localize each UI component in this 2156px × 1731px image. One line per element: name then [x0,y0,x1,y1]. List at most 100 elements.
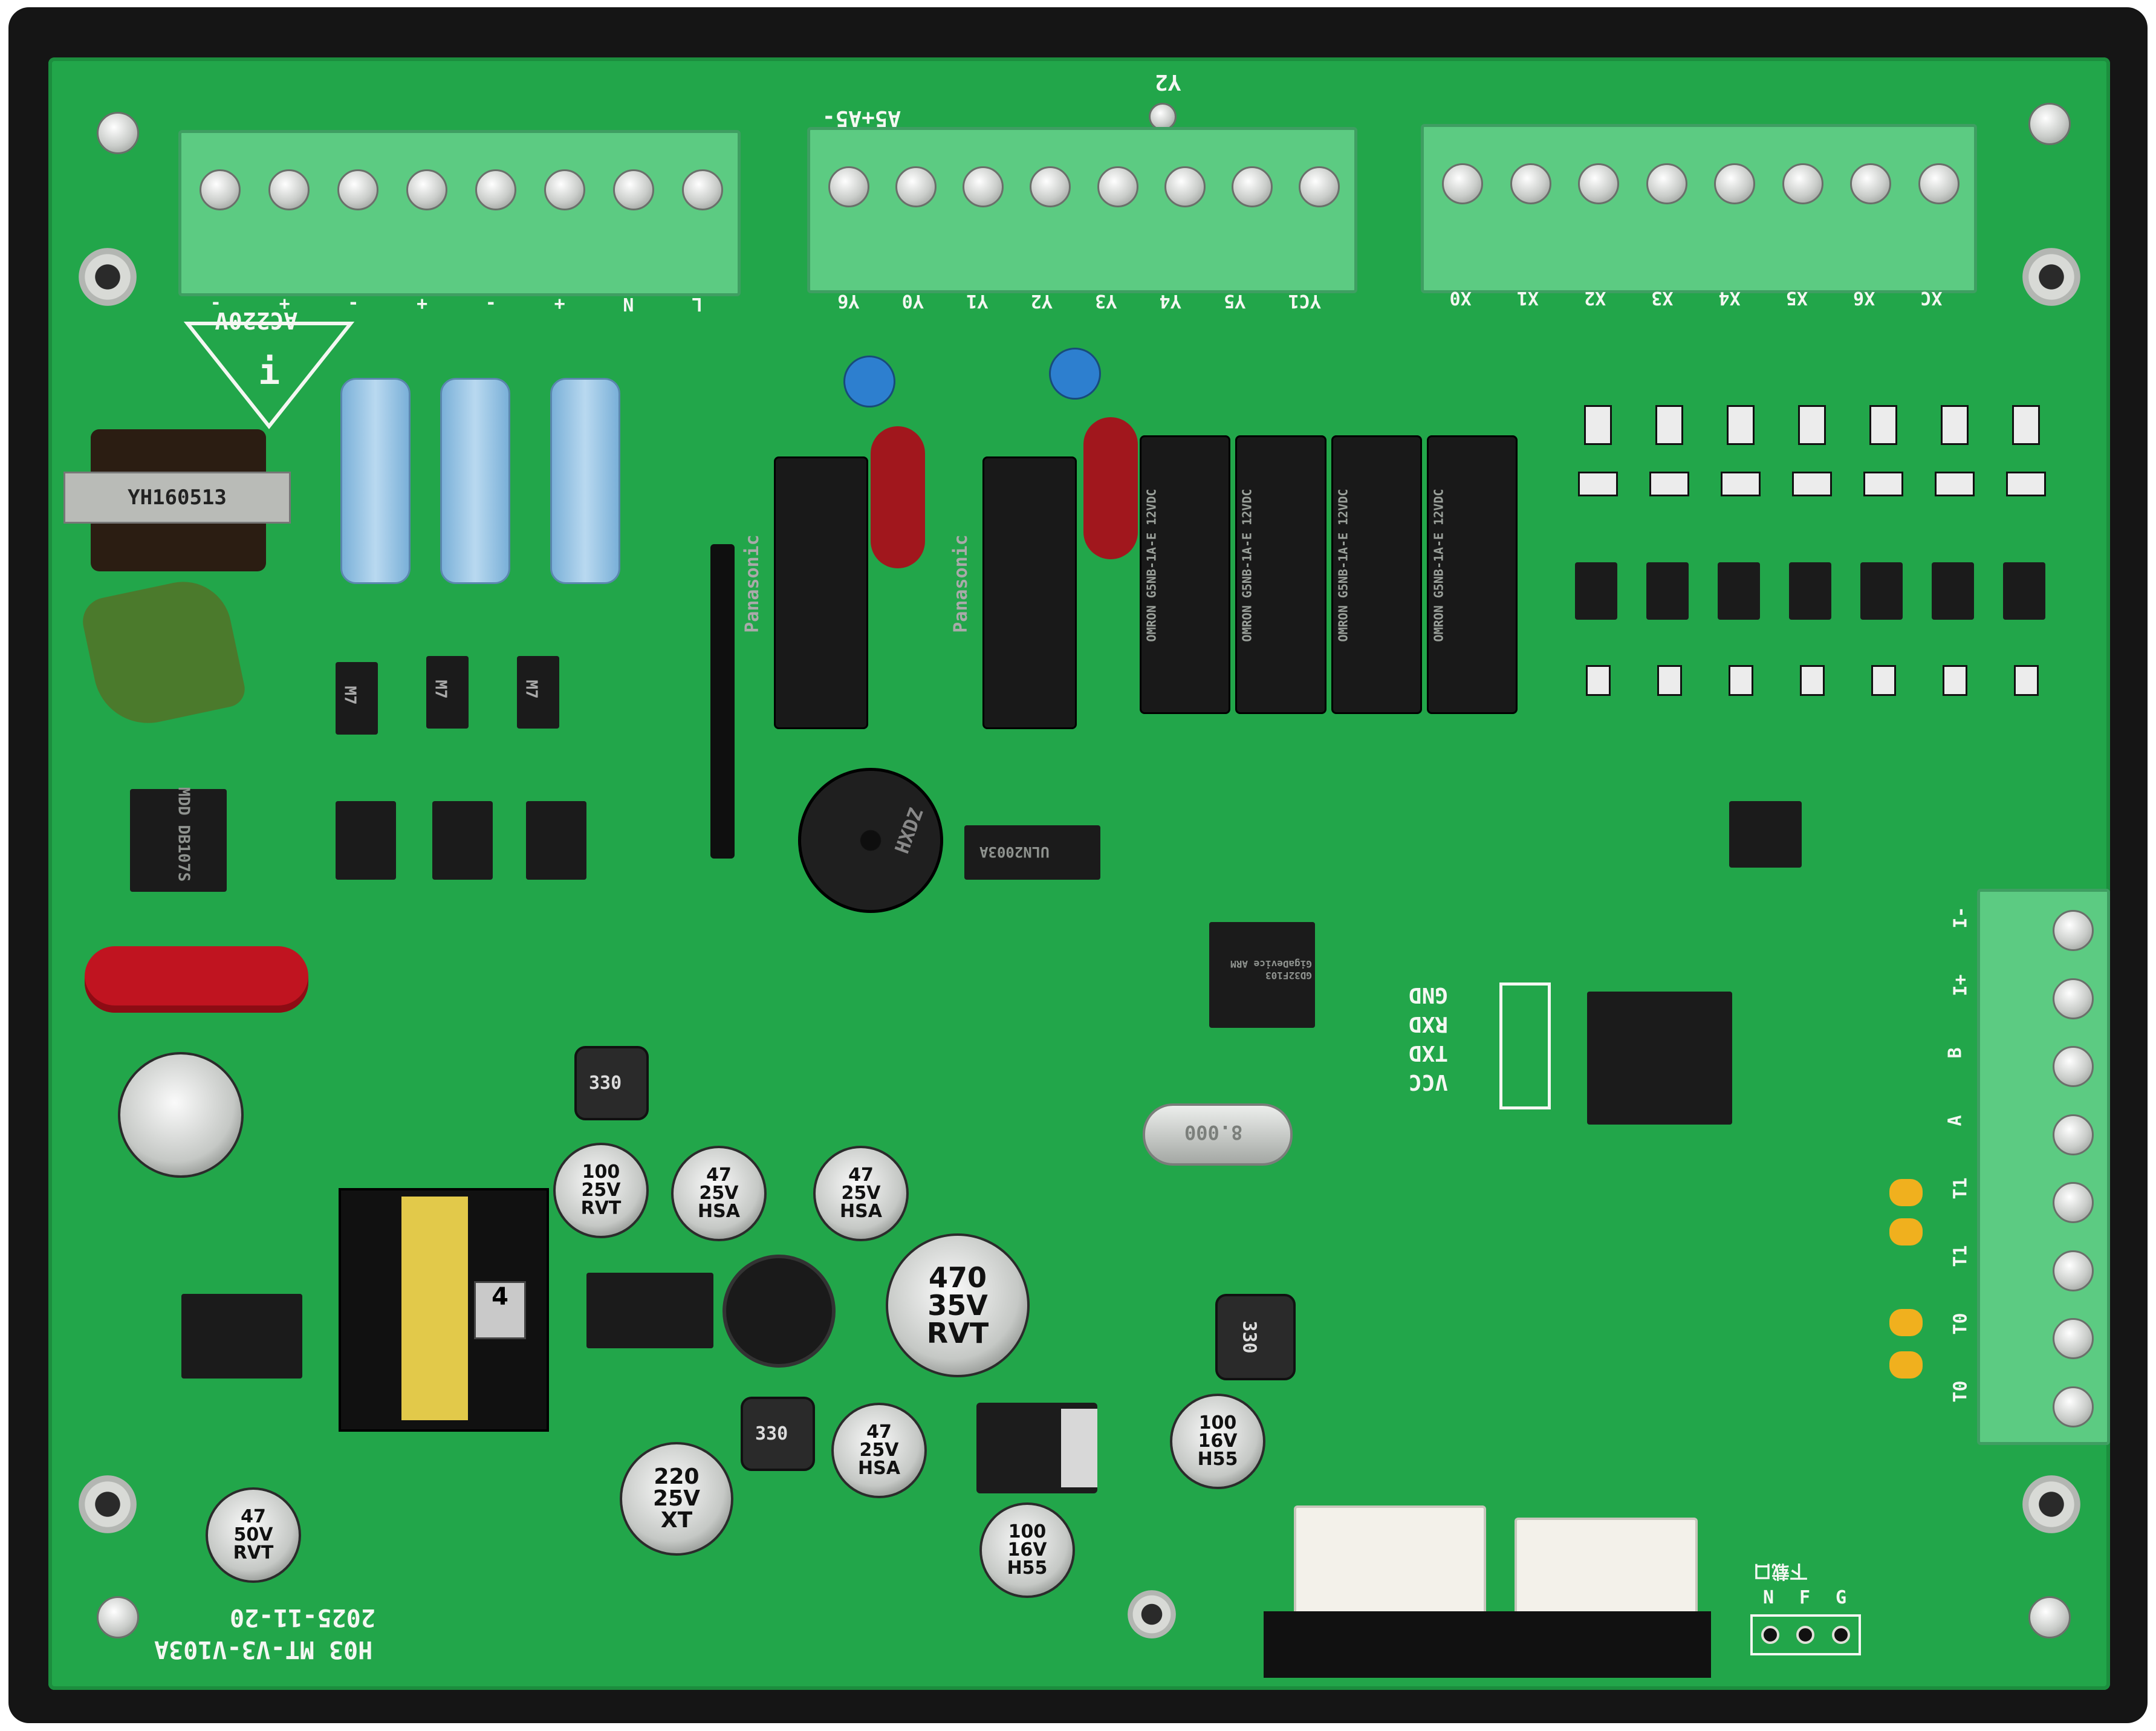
pin-label: Y2 [1030,290,1053,311]
pin-label: Y1 [966,290,989,311]
capacitor-label: 47 [241,1506,266,1527]
terminal-screw-icon[interactable] [544,169,585,210]
smd-resistor [1649,472,1689,496]
ceramic-capacitor [1889,1351,1923,1379]
smd-resistor [1792,472,1832,496]
smd-resistor [1863,472,1903,496]
terminal-screw-icon[interactable] [2053,1386,2094,1427]
terminal-screw-icon[interactable] [1030,166,1071,207]
ceramic-capacitor [1049,348,1101,400]
capacitor-label: HSA [840,1201,882,1222]
schottky-diode [586,1273,713,1348]
optocoupler [526,801,586,880]
pin-label: X0 [1449,287,1472,308]
capacitor-label: XT [660,1508,693,1533]
relay-omron: OMRON G5NB-1A-E 12VDC [1140,435,1231,714]
terminal-screw-icon[interactable] [2053,910,2094,951]
capacitor-label: RVT [926,1317,989,1349]
switching-transformer: 4 [339,1188,549,1432]
a5-label: A5+A5- [822,106,901,131]
optocoupler [336,801,396,880]
mcu-chip: GD32F103 GigaDevice ARM [1209,922,1315,1028]
terminal-screw-icon[interactable] [406,169,447,210]
driver-ic: ULN2003A [964,825,1100,880]
terminal-screw-icon[interactable] [1578,163,1620,204]
wire-connector[interactable] [1294,1505,1486,1616]
mounting-hole [1128,1590,1176,1638]
capacitor-label: 25V [859,1440,899,1461]
ac220v-label: AC220V [215,307,298,334]
terminal-screw-icon[interactable] [828,166,869,207]
terminal-screw-icon[interactable] [2053,1318,2094,1360]
voltage-regulator [976,1403,1097,1493]
uart-pin-label: VCC [1409,1070,1449,1094]
smd-resistor [1578,472,1618,496]
smd-resistor [1941,405,1969,445]
terminal-screw-icon[interactable] [337,169,378,210]
smd-resistor [1942,665,1967,696]
pin-label: X4 [1718,287,1741,308]
terminal-screw-icon[interactable] [268,169,310,210]
input-optocoupler-array [1572,393,2080,696]
terminal-screw-icon[interactable] [200,169,241,210]
communication-ic [1587,992,1732,1125]
terminal-screw-icon[interactable] [1231,166,1273,207]
terminal-screw-icon[interactable] [1782,163,1823,204]
uart-pin-label: RXD [1409,1012,1449,1036]
download-pin-label: N [1762,1587,1774,1608]
terminal-screw-icon[interactable] [2053,1046,2094,1088]
smd-resistor [1935,472,1975,496]
power-resistor [550,378,620,584]
terminal-screw-icon[interactable] [895,166,937,207]
terminal-screw-icon[interactable] [1299,166,1340,207]
relay-omron: OMRON G5NB-1A-E 12VDC [1235,435,1326,714]
terminal-screw-icon[interactable] [2053,1250,2094,1291]
pin-label: YC1 [1288,290,1321,311]
smd-resistor [1871,665,1896,696]
terminal-screw-icon[interactable] [1646,163,1687,204]
capacitor-label: HSA [858,1458,900,1479]
terminal-screw-icon[interactable] [2053,1182,2094,1224]
mounting-hole [2022,1475,2080,1533]
smd-resistor [1798,405,1826,445]
ceramic-capacitor [1889,1309,1923,1336]
terminal-screw-icon[interactable] [2053,1114,2094,1155]
terminal-screw-icon[interactable] [963,166,1004,207]
terminal-screw-icon[interactable] [1850,163,1892,204]
capacitor-label: 16V [1198,1431,1238,1452]
inductor: 330 [741,1397,815,1471]
terminal-block-inputs [1421,124,1977,293]
optocoupler [1718,562,1760,620]
terminal-screw-icon[interactable] [1442,163,1483,204]
terminal-screw-icon[interactable] [2053,978,2094,1019]
uart-pin-label: TXD [1409,1041,1449,1065]
terminal-screw-icon[interactable] [1510,163,1551,204]
terminal-screw-icon[interactable] [475,169,516,210]
crystal-oscillator: 8.000 [1143,1103,1293,1166]
terminal-screw-icon[interactable] [1714,163,1756,204]
terminal-screw-icon[interactable] [1097,166,1138,207]
side-pin-label: T1 [1950,1177,1972,1200]
smd-resistor [1584,405,1612,445]
capacitor-label: 220 [654,1464,700,1489]
pin-label: N [623,293,634,314]
y2-label: Y2 [1155,70,1181,94]
screw-icon [2028,103,2071,145]
terminal-screw-icon[interactable] [1164,166,1206,207]
optocoupler [2003,562,2045,620]
power-inductor-round [722,1255,836,1368]
smd-resistor [1728,665,1753,696]
wire-connector[interactable] [1515,1518,1698,1616]
smd-resistor [1657,665,1682,696]
terminal-screw-icon[interactable] [613,169,654,210]
terminal-screw-icon[interactable] [682,169,723,210]
smd-resistor [1799,665,1825,696]
terminal-screw-icon[interactable] [1918,163,1960,204]
smd-resistor [1655,405,1683,445]
